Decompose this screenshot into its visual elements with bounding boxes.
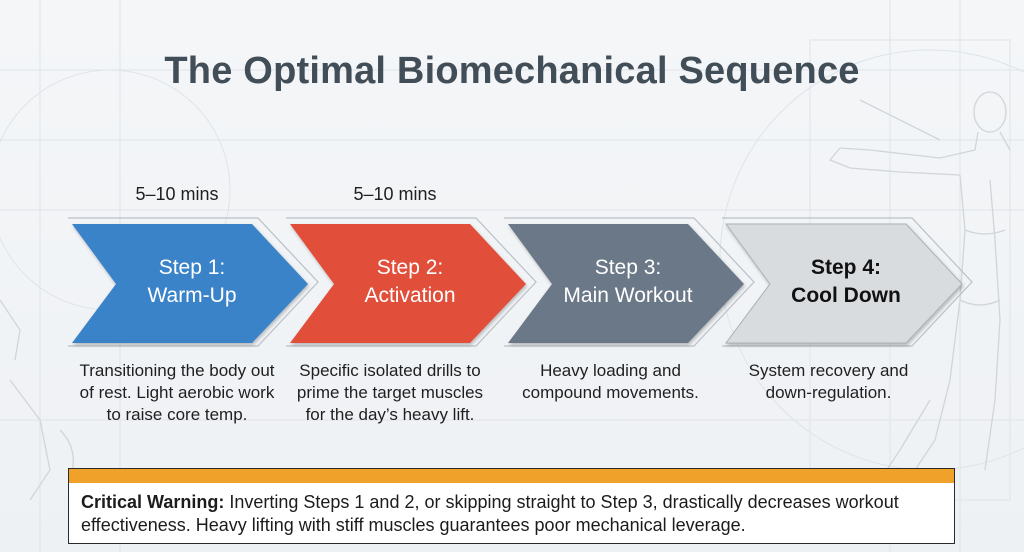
step-2-arrow	[290, 224, 526, 343]
step-3-label: Step 3: Main Workout	[528, 254, 728, 310]
step-4-label: Step 4: Cool Down	[746, 254, 946, 310]
step-3-arrow	[508, 224, 744, 343]
warning-body: Inverting Steps 1 and 2, or skipping str…	[81, 492, 899, 535]
step-3-name: Main Workout	[563, 284, 693, 307]
step-2-duration: 5–10 mins	[353, 184, 437, 204]
step-4-number: Step 4:	[810, 256, 881, 279]
step-1-number: Step 1:	[158, 256, 226, 279]
warning-label: Critical Warning:	[81, 492, 225, 512]
warning-accent-bar	[69, 469, 954, 483]
step-2-description: Specific isolated drills to prime the ta…	[296, 361, 484, 424]
step-4-description: System recovery and down-regulation.	[748, 361, 909, 402]
step-2-number: Step 2:	[376, 256, 444, 279]
critical-warning-box: Critical Warning: Inverting Steps 1 and …	[68, 468, 955, 544]
step-4-name: Cool Down	[791, 284, 901, 307]
step-1-description: Transitioning the body out of rest. Ligh…	[79, 361, 275, 424]
step-2-name: Activation	[364, 284, 456, 307]
page-title: The Optimal Biomechanical Sequence	[164, 50, 860, 92]
step-1-arrow	[72, 224, 308, 343]
step-4-arrow	[725, 223, 963, 344]
step-2-label: Step 2: Activation	[310, 254, 510, 310]
step-1-name: Warm-Up	[147, 284, 237, 307]
step-3-description: Heavy loading and compound movements.	[522, 361, 699, 402]
step-1-label: Step 1: Warm-Up	[92, 254, 292, 310]
step-1-duration: 5–10 mins	[135, 184, 219, 204]
warning-text: Critical Warning: Inverting Steps 1 and …	[81, 491, 944, 537]
step-3-number: Step 3:	[594, 256, 662, 279]
